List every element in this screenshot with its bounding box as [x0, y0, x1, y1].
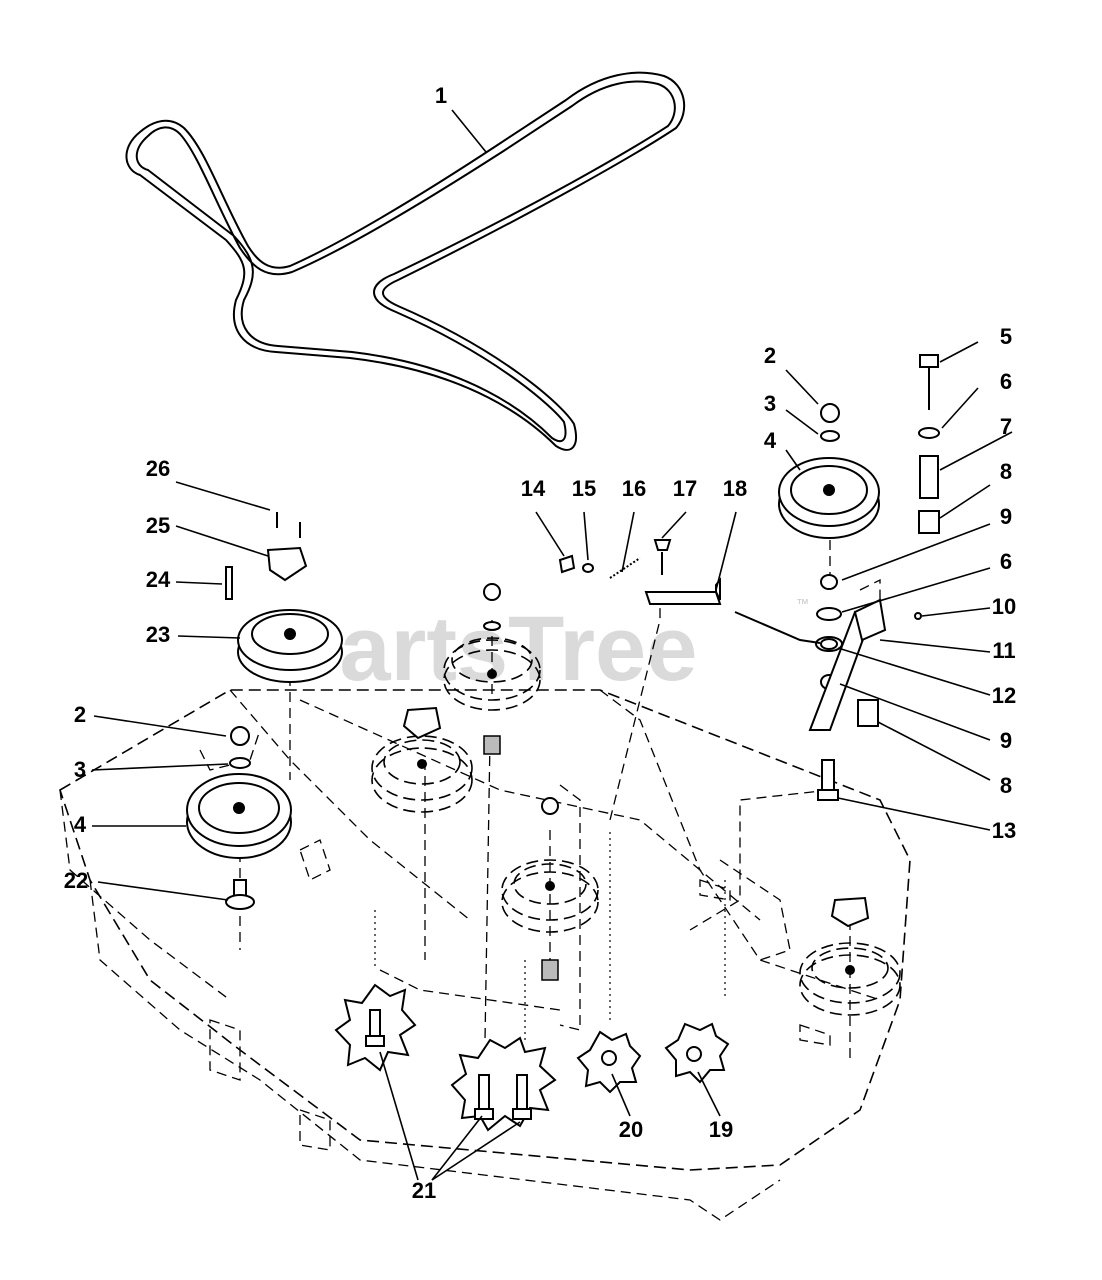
callout-1: 1 [435, 83, 447, 108]
assembly-lines [239, 540, 881, 1060]
callout-12: 12 [992, 683, 1016, 708]
callout-2-left: 2 [74, 702, 86, 727]
callout-6-top: 6 [1000, 369, 1012, 394]
v-belt [125, 71, 686, 451]
callout-9-bottom: 9 [1000, 728, 1012, 753]
callout-21: 21 [412, 1178, 436, 1203]
callout-20: 20 [619, 1117, 643, 1142]
idler-pulley-left [186, 726, 292, 910]
callout-11: 11 [992, 638, 1015, 663]
callout-18: 18 [723, 476, 747, 501]
watermark-trademark: ™ [796, 596, 809, 611]
callout-10: 10 [992, 594, 1016, 619]
callout-16: 16 [622, 476, 646, 501]
callout-17: 17 [673, 476, 697, 501]
callout-2-right: 2 [764, 343, 776, 368]
callout-19: 19 [709, 1117, 733, 1142]
callout-4-left: 4 [74, 812, 87, 837]
callout-3-left: 3 [74, 757, 86, 782]
watermark-text: PartsTree [278, 598, 697, 700]
callout-24: 24 [146, 567, 171, 592]
callout-14: 14 [521, 476, 546, 501]
callout-26: 26 [146, 456, 170, 481]
callout-13: 13 [992, 818, 1016, 843]
callout-6-bottom: 6 [1000, 549, 1012, 574]
idler-pulley-right [778, 403, 880, 539]
leader-lines [91, 109, 1013, 1181]
callout-8-bottom: 8 [1000, 773, 1012, 798]
spindle-pulley-left [225, 512, 343, 683]
callout-labels: 1 2 3 4 5 6 7 8 9 6 10 11 12 9 8 13 14 1… [64, 83, 1016, 1203]
callout-9-top: 9 [1000, 504, 1012, 529]
callout-3-right: 3 [764, 391, 776, 416]
callout-5: 5 [1000, 324, 1012, 349]
spindle-bolt-bursts [334, 983, 730, 1132]
mower-deck-outline [59, 689, 911, 1221]
callout-15: 15 [572, 476, 596, 501]
callout-8-top: 8 [1000, 459, 1012, 484]
callout-4-right: 4 [764, 428, 777, 453]
callout-22: 22 [64, 868, 88, 893]
callout-7: 7 [1000, 414, 1012, 439]
callout-25: 25 [146, 513, 170, 538]
idler-bracket-assembly [808, 354, 940, 801]
spindle-pulley-center [371, 583, 901, 1016]
callout-23: 23 [146, 622, 170, 647]
